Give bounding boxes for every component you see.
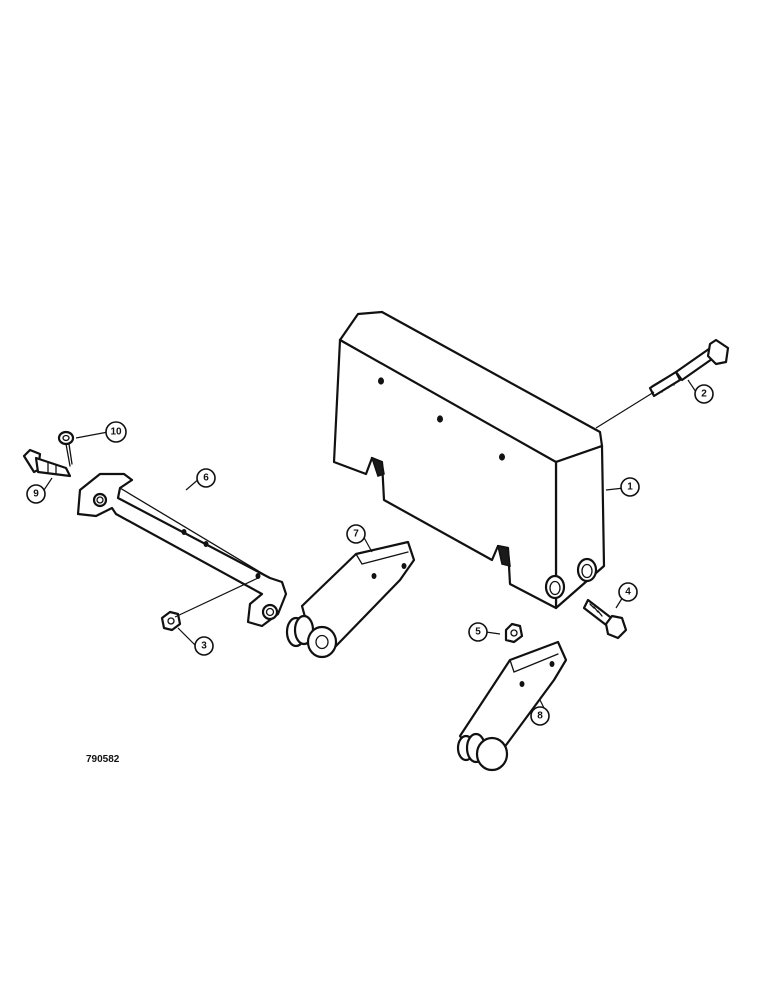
callout-9-label: 9 bbox=[33, 489, 39, 500]
roller-plate-7 bbox=[285, 540, 416, 659]
callout-4: 4 bbox=[618, 582, 638, 602]
figure-number: 790582 bbox=[86, 754, 120, 765]
callout-9: 9 bbox=[26, 484, 46, 504]
callout-2-label: 2 bbox=[701, 389, 707, 400]
callout-4-label: 4 bbox=[625, 587, 631, 598]
callout-8-label: 8 bbox=[537, 711, 543, 722]
callout-5: 5 bbox=[468, 622, 488, 642]
nut-5 bbox=[504, 622, 524, 644]
callout-8: 8 bbox=[530, 706, 550, 726]
long-bolt bbox=[595, 338, 730, 429]
callout-3: 3 bbox=[194, 636, 214, 656]
counterweight-block bbox=[332, 310, 606, 610]
callout-2: 2 bbox=[694, 384, 714, 404]
callout-6: 6 bbox=[196, 468, 216, 488]
pin-9 bbox=[22, 448, 72, 478]
callout-3-label: 3 bbox=[201, 641, 207, 652]
roller-plate-8 bbox=[456, 640, 568, 772]
clip-10 bbox=[57, 430, 75, 467]
callout-5-label: 5 bbox=[475, 627, 481, 638]
callout-10-label: 10 bbox=[110, 427, 122, 438]
callout-1: 1 bbox=[620, 477, 640, 497]
callout-6-label: 6 bbox=[203, 473, 209, 484]
short-bolt-4 bbox=[582, 598, 628, 640]
nut-3 bbox=[160, 610, 182, 632]
callout-7: 7 bbox=[346, 524, 366, 544]
callout-1-label: 1 bbox=[627, 482, 633, 493]
callout-7-label: 7 bbox=[353, 529, 359, 540]
bracket-6 bbox=[76, 472, 288, 628]
callout-10: 10 bbox=[105, 421, 127, 443]
